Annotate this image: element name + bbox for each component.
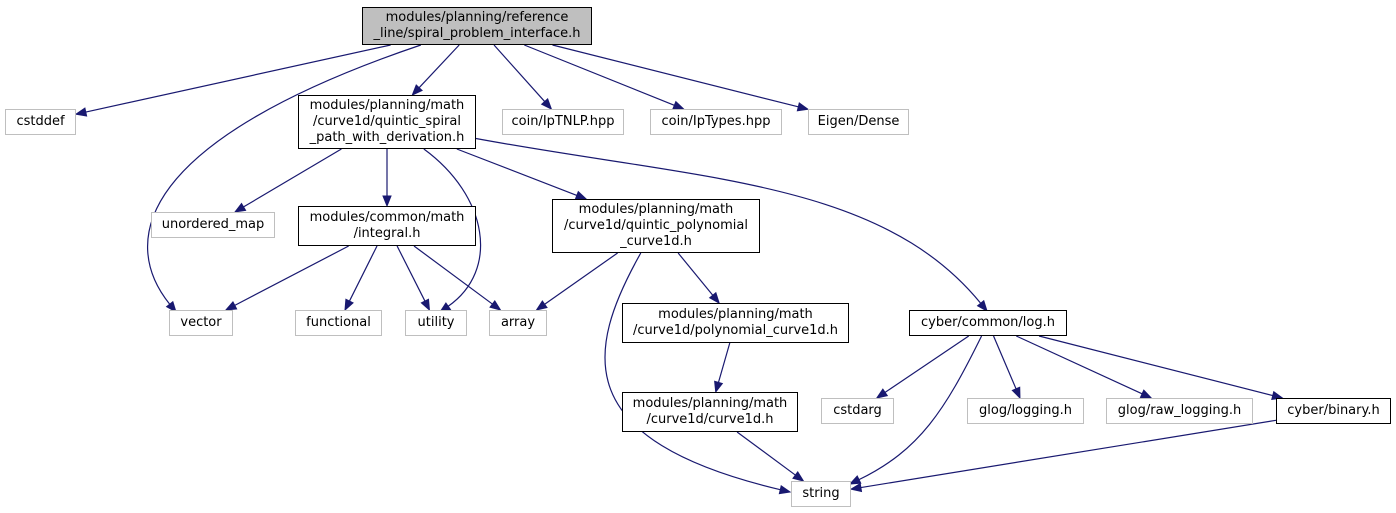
node-cstddef: cstddef (5, 109, 76, 135)
edge-poly_curve-to-curve1d (717, 342, 731, 383)
edge-root-to-eigen (552, 44, 799, 108)
node-unordered-map: unordered_map (151, 212, 275, 238)
node-label: Eigen/Dense (817, 114, 900, 129)
arrowhead-log-to-glog_logging (1011, 386, 1021, 400)
arrowhead-root-to-eigen (796, 102, 810, 112)
node-eigen-dense: Eigen/Dense (808, 109, 909, 135)
node-spiral-problem-interface-h[interactable]: modules/planning/reference_line/spiral_p… (362, 7, 592, 45)
arrowhead-poly_curve-to-curve1d (714, 380, 724, 394)
node-label: modules/planning/math/curve1d/quintic_po… (564, 202, 748, 249)
edge-log-to-glog_logging (992, 335, 1017, 390)
arrowhead-log-to-string (848, 475, 862, 485)
edge-log-to-glog_raw (1016, 335, 1143, 395)
edge-quintic_spiral-to-log (475, 137, 982, 304)
arrowhead-root-to-vector (165, 300, 177, 314)
node-label: coin/IpTypes.hpp (661, 114, 771, 129)
edge-root-to-cstddef (85, 44, 391, 113)
arrowhead-root-to-iptypes (672, 100, 685, 110)
node-functional: functional (295, 310, 382, 336)
node-label: array (500, 315, 536, 330)
arrowhead-binary-to-string (849, 482, 863, 493)
arrowhead-integral-to-array (489, 299, 502, 311)
node-label: glog/logging.h (979, 403, 1072, 418)
arrowhead-root-to-cstddef (74, 107, 88, 117)
edge-root-to-iptnlp (493, 44, 546, 102)
edge-integral-to-array (413, 245, 493, 305)
arrowhead-root-to-iptnlp (540, 98, 553, 111)
node-curve1d-h[interactable]: modules/planning/math/curve1d/curve1d.h (622, 392, 798, 432)
node-array: array (489, 310, 547, 336)
node-coin-iptypes-hpp: coin/IpTypes.hpp (650, 109, 782, 135)
node-label: modules/planning/math/curve1d/polynomial… (632, 307, 839, 338)
edge-integral-to-functional (348, 245, 378, 302)
arrowhead-integral-to-vector (224, 300, 238, 311)
arrowhead-quintic_poly-to-string (778, 484, 792, 495)
node-glog-logging-h: glog/logging.h (967, 398, 1084, 424)
node-label: coin/IpTNLP.hpp (511, 114, 615, 129)
node-label: glog/raw_logging.h (1117, 403, 1242, 418)
arrowhead-root-to-quintic_spiral (411, 84, 423, 96)
arrowhead-quintic_spiral-to-quintic_poly (574, 190, 588, 200)
node-glog-raw-logging-h: glog/raw_logging.h (1106, 398, 1253, 424)
edge-quintic_poly-to-string (604, 252, 781, 491)
edge-quintic_spiral-to-quintic_poly (456, 148, 578, 196)
node-label: string (802, 486, 840, 501)
arrowhead-quintic_poly-to-poly_curve (708, 291, 720, 305)
arrowhead-log-to-cstdarg (875, 388, 889, 399)
edge-root-to-iptypes (524, 44, 675, 106)
node-label: cyber/binary.h (1287, 403, 1380, 418)
node-label: modules/common/math/integral.h (309, 210, 465, 241)
node-coin-iptnlp-hpp: coin/IpTNLP.hpp (502, 109, 624, 135)
arrowhead-quintic_spiral-to-integral (382, 195, 392, 208)
node-quintic-polynomial-curve1d-h[interactable]: modules/planning/math/curve1d/quintic_po… (552, 199, 760, 253)
edge-curve1d-to-string (736, 431, 796, 476)
edge-log-to-cstdarg (884, 335, 970, 393)
node-label: modules/planning/math/curve1d/curve1d.h (632, 396, 788, 427)
arrowhead-quintic_spiral-to-unordered_map (233, 202, 247, 213)
edge-binary-to-string (860, 419, 1277, 489)
edge-quintic_poly-to-array (544, 252, 618, 305)
arrowhead-curve1d-to-string (792, 470, 805, 482)
node-label: cyber/common/log.h (920, 315, 1055, 330)
arrowhead-quintic_poly-to-array (535, 300, 548, 311)
edge-root-to-vector (147, 44, 422, 305)
node-label: cstdarg (833, 403, 882, 418)
arrowhead-integral-to-utility (420, 298, 431, 312)
edge-log-to-string (858, 335, 983, 481)
edge-root-to-quintic_spiral (418, 44, 460, 89)
edge-quintic_poly-to-poly_curve (677, 252, 714, 296)
node-polynomial-curve1d-h[interactable]: modules/planning/math/curve1d/polynomial… (622, 303, 849, 343)
node-label: utility (417, 315, 455, 330)
edge-integral-to-vector (234, 245, 349, 306)
edge-log-to-binary (1038, 335, 1273, 397)
node-label: vector (180, 315, 222, 330)
arrowhead-integral-to-functional (344, 298, 354, 312)
node-cstdarg: cstdarg (821, 398, 894, 424)
node-label: modules/planning/reference_line/spiral_p… (373, 10, 581, 41)
node-label: modules/planning/math/curve1d/quintic_sp… (309, 98, 465, 145)
node-string: string (791, 481, 851, 507)
node-vector: vector (169, 310, 233, 336)
node-label: unordered_map (161, 217, 265, 232)
edge-integral-to-utility (396, 245, 426, 302)
node-utility: utility (405, 310, 467, 336)
node-cyber-common-log-h[interactable]: cyber/common/log.h (909, 310, 1067, 336)
node-quintic-spiral-path-with-derivation-h[interactable]: modules/planning/math/curve1d/quintic_sp… (298, 95, 476, 149)
node-cyber-binary-h[interactable]: cyber/binary.h (1276, 398, 1391, 424)
arrowhead-log-to-glog_raw (1139, 389, 1153, 399)
node-label: functional (306, 315, 371, 330)
edge-quintic_spiral-to-unordered_map (243, 148, 342, 208)
arrowhead-quintic_spiral-to-log (976, 299, 988, 313)
edge-quintic_spiral-to-utility (423, 148, 482, 307)
node-integral-h[interactable]: modules/common/math/integral.h (298, 206, 476, 246)
node-label: cstddef (16, 114, 65, 129)
